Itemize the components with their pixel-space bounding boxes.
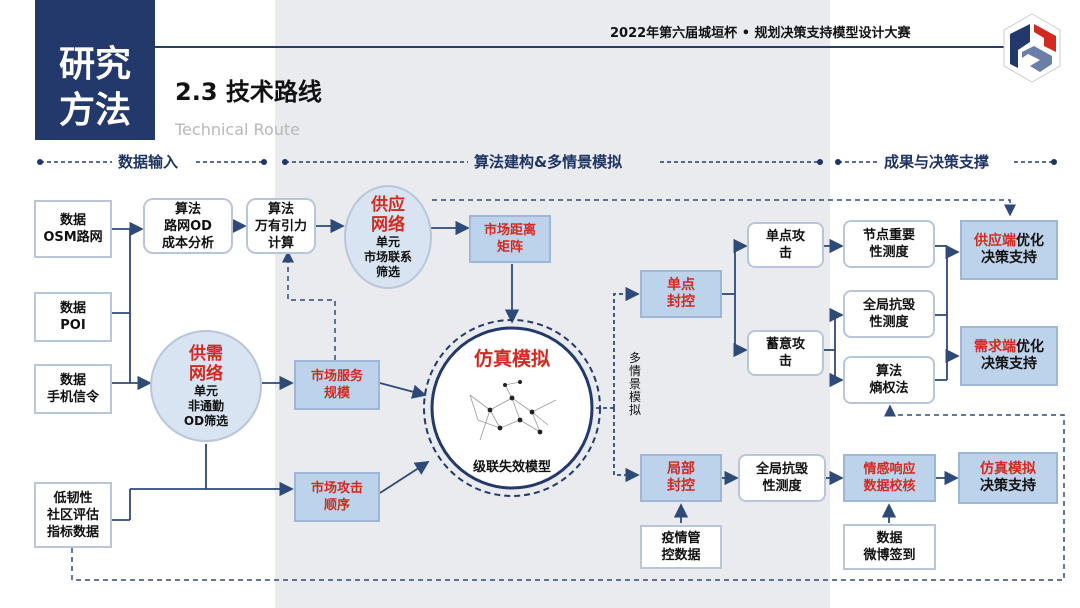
local-global-resilience: 全局抗毁性测度 <box>738 454 826 502</box>
section-label-model: 算法建构&多情景模拟 <box>474 153 623 171</box>
emotion-response-calibration: 情感响应数据校核 <box>843 454 936 502</box>
input-low-resilience: 低韧性社区评估指标数据 <box>34 482 112 548</box>
supply-network-node: 供应 网络 单元 市场联系 筛选 <box>344 185 432 289</box>
market-attack-order: 市场攻击顺序 <box>294 472 380 522</box>
single-point-control: 单点封控 <box>640 270 722 318</box>
section-title-block: 研究 方法 <box>35 0 155 140</box>
cascade-model-label: 级联失效模型 <box>472 460 551 475</box>
contest-name: 2022年第六届城垣杯 • 规划决策支持模型设计大赛 <box>610 26 911 41</box>
deliberate-attack: 蓄意攻击 <box>747 330 824 376</box>
simulation-decision-support: 仿真模拟决策支持 <box>958 452 1058 504</box>
section-label-output: 成果与决策支撑 <box>884 153 990 171</box>
global-resilience-measure: 全局抗毁性测度 <box>843 290 935 338</box>
market-distance-matrix: 市场距离矩阵 <box>469 215 551 263</box>
section-title-line1: 研究 <box>58 44 131 85</box>
page-title: 2.3 技术路线 <box>175 78 322 106</box>
market-service-scale: 市场服务规模 <box>294 360 380 410</box>
demand-side-decision-support: 需求端优化决策支持 <box>960 326 1058 386</box>
epidemic-control-data: 疫情管控数据 <box>640 525 722 569</box>
section-title-line2: 方法 <box>58 90 131 131</box>
algo-gravity: 算法万有引力计算 <box>246 198 316 254</box>
header-rule <box>155 46 1005 48</box>
simulation-title: 仿真模拟 <box>473 348 550 370</box>
supply-side-decision-support: 供应端优化决策支持 <box>960 220 1058 280</box>
entropy-weight-algorithm: 算法熵权法 <box>843 356 935 404</box>
single-point-attack: 单点攻击 <box>747 222 824 268</box>
supply-demand-network-node: 供需 网络 单元 非通勤 OD筛选 <box>150 330 262 442</box>
weibo-checkin-data: 数据微博签到 <box>843 524 936 570</box>
input-phone-signal: 数据手机信令 <box>34 364 112 414</box>
node-importance-measure: 节点重要性测度 <box>843 220 935 268</box>
scenario-label: 多情景模拟 <box>628 351 641 417</box>
section-label-input: 数据输入 <box>118 153 179 171</box>
contest-logo-icon <box>1003 13 1061 83</box>
local-control: 局部封控 <box>640 454 722 502</box>
page-subtitle: Technical Route <box>175 120 300 139</box>
